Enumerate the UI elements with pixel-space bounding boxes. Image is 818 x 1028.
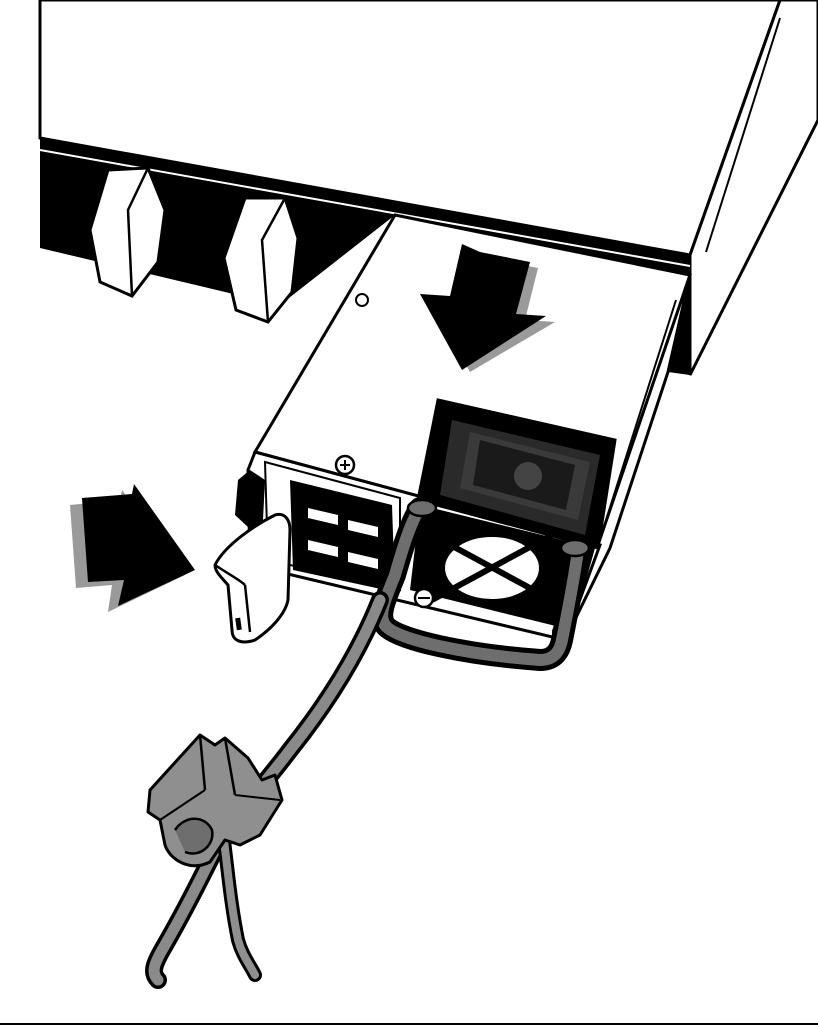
arrow-down-icon <box>420 244 555 372</box>
fan-icon <box>410 398 617 640</box>
chassis-front-band <box>40 138 690 375</box>
latch-icon <box>213 470 292 644</box>
cable-clip-icon <box>146 733 284 868</box>
arrow-right-icon <box>70 484 195 612</box>
bay-divider-1 <box>88 166 167 298</box>
chassis-icon <box>38 0 818 376</box>
chassis-side <box>688 0 818 376</box>
psu-hole <box>355 293 369 307</box>
chassis-edge-highlight <box>705 17 781 253</box>
bay-divider-2 <box>222 196 300 324</box>
handle-icon <box>371 497 591 671</box>
screw-icon <box>334 454 356 476</box>
power-inlet-icon <box>290 480 395 592</box>
